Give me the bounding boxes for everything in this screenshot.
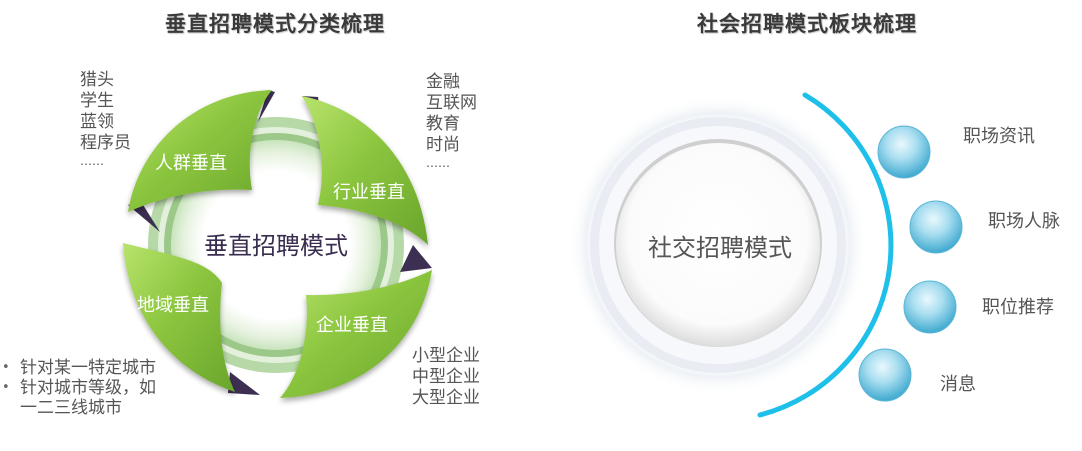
list-item: 时尚 [426, 135, 460, 155]
social-recruiting-circle [568, 95, 868, 395]
list-item: 小型企业 [412, 346, 480, 366]
list-item: 蓝领 [80, 112, 114, 132]
region-bullets-list: 针对某一特定城市 针对城市等级，如一二三线城市 [0, 358, 160, 418]
leaf-segment-region[interactable] [123, 243, 235, 392]
node-sphere-network[interactable] [909, 200, 963, 254]
node-sphere-job-recommend[interactable] [903, 280, 957, 334]
segment-label-crowd: 人群垂直 [155, 153, 227, 174]
node-label-job-recommend: 职位推荐 [982, 297, 1054, 318]
list-item: 中型企业 [412, 367, 480, 387]
segment-label-enterprise: 企业垂直 [316, 315, 388, 336]
enterprise-items-list: 小型企业 中型企业 大型企业 [412, 346, 480, 409]
industry-items-list: 金融 互联网 教育 时尚 …… [426, 72, 477, 170]
left-panel-title: 垂直招聘模式分类梳理 [165, 12, 385, 36]
list-item: 金融 [426, 72, 460, 92]
crowd-items-list: 猎头 学生 蓝领 程序员 …… [80, 70, 131, 168]
list-item: 教育 [426, 114, 460, 134]
list-item: 学生 [80, 91, 114, 111]
node-label-network: 职场人脉 [988, 211, 1060, 232]
segment-label-industry: 行业垂直 [333, 182, 405, 203]
leaf-segment-industry[interactable] [302, 96, 428, 245]
list-item: 猎头 [80, 70, 114, 90]
right-panel-title: 社会招聘模式板块梳理 [697, 12, 917, 36]
center-label-vertical: 垂直招聘模式 [204, 232, 348, 260]
list-item: 大型企业 [412, 388, 480, 408]
list-item: …… [426, 156, 450, 170]
cyan-arc [757, 92, 894, 418]
leaf-segment-enterprise[interactable] [280, 270, 432, 398]
center-label-social: 社交招聘模式 [648, 234, 792, 262]
node-sphere-message[interactable] [858, 348, 912, 402]
node-sphere-news[interactable] [877, 125, 931, 179]
bullet-item: 针对城市等级，如一二三线城市 [0, 378, 160, 418]
list-item: …… [80, 154, 104, 168]
node-label-news: 职场资讯 [963, 126, 1035, 147]
bullet-item: 针对某一特定城市 [0, 358, 160, 378]
node-label-message: 消息 [940, 374, 976, 395]
list-item: 程序员 [80, 133, 131, 153]
leaf-segment-crowd[interactable] [128, 90, 272, 212]
list-item: 互联网 [426, 93, 477, 113]
segment-label-region: 地域垂直 [137, 295, 209, 316]
